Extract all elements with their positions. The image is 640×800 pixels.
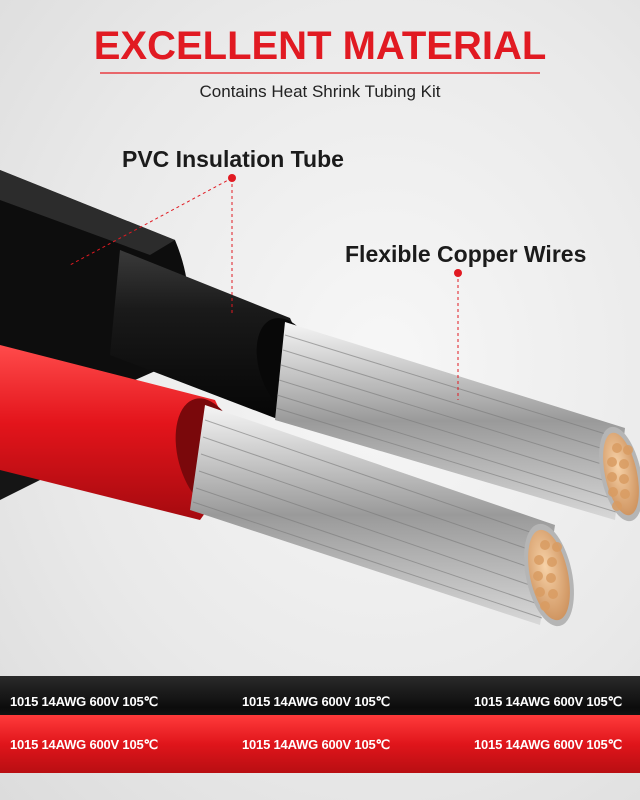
callout-leader-insulation — [69, 174, 236, 315]
cable-print-text: 1015 14AWG 600V 105℃ — [242, 737, 390, 752]
cable-print-text: 1015 14AWG 600V 105℃ — [10, 737, 158, 752]
headline: EXCELLENT MATERIAL — [93, 24, 547, 68]
black-wire-strands — [275, 322, 640, 522]
headline-divider — [100, 72, 540, 74]
copper-ends-red — [528, 529, 570, 621]
cable-print-text: 1015 14AWG 600V 105℃ — [474, 694, 622, 709]
cable-print-text: 1015 14AWG 600V 105℃ — [10, 694, 158, 709]
copper-ends-black — [603, 432, 639, 516]
callout-pvc-insulation: PVC Insulation Tube — [122, 146, 344, 172]
cable-print-text: 1015 14AWG 600V 105℃ — [242, 694, 390, 709]
subtitle: Contains Heat Shrink Tubing Kit — [199, 82, 441, 101]
cable-print-text: 1015 14AWG 600V 105℃ — [474, 737, 622, 752]
callout-leader-copper — [454, 269, 462, 400]
callout-copper-wires: Flexible Copper Wires — [345, 241, 587, 267]
red-cable-strip: 1015 14AWG 600V 105℃ 1015 14AWG 600V 105… — [0, 715, 640, 773]
